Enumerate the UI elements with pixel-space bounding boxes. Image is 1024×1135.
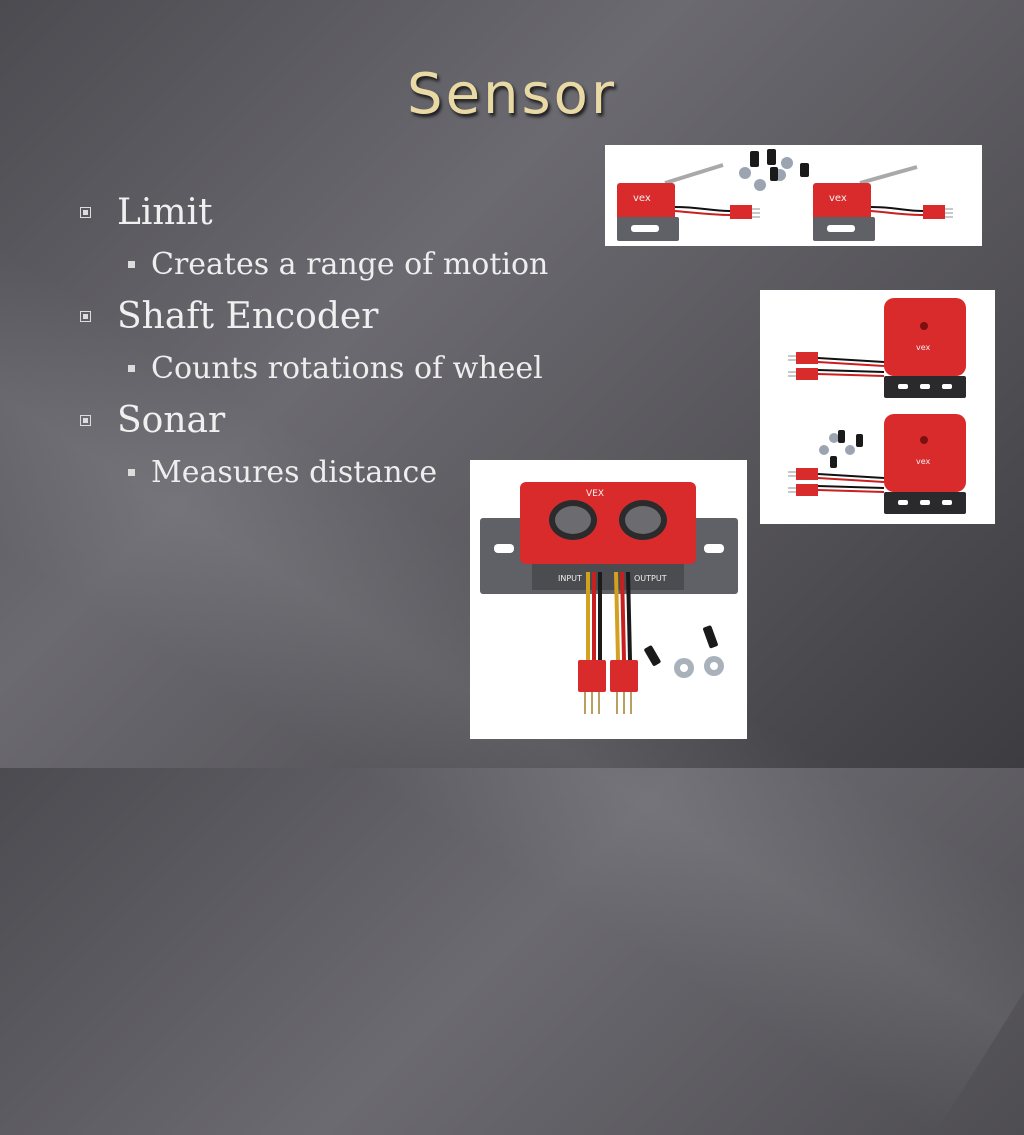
vex-logo: vex	[633, 193, 651, 204]
sonar-connectors	[578, 660, 638, 714]
sonar-cables	[586, 571, 632, 661]
limit-switch-illustration: vex vex	[617, 149, 953, 241]
bullet-list: Limit Creates a range of motion Shaft En…	[80, 186, 560, 498]
vex-logo: vex	[916, 343, 931, 352]
sub-bullet-shaft-encoder: Counts rotations of wheel	[80, 342, 560, 394]
box-bullet-icon	[80, 206, 91, 218]
limit-switch-left: vex	[617, 163, 760, 241]
limit-switch-photo: vex vex	[605, 145, 982, 246]
sub-bullet-label: Measures distance	[151, 454, 438, 490]
slide-title: Sensor	[407, 62, 617, 127]
box-bullet-icon	[80, 310, 91, 322]
box-bullet-icon	[80, 414, 91, 426]
bullet-label: Limit	[117, 191, 213, 233]
screws-and-nuts	[819, 430, 863, 468]
bullet-sonar: Sonar	[80, 394, 560, 446]
shaft-encoder-photo: vex vex	[760, 290, 995, 524]
encoder-top: vex	[788, 298, 966, 398]
screws-and-nuts	[644, 625, 724, 678]
output-port-label: OUTPUT	[634, 574, 667, 583]
sub-bullet-label: Counts rotations of wheel	[151, 350, 543, 386]
bullet-label: Sonar	[117, 399, 226, 441]
sonar-illustration: VEX INPUT OUTPUT	[480, 482, 738, 714]
screws-and-nuts	[739, 149, 809, 191]
sub-bullet-sonar: Measures distance	[80, 446, 560, 498]
sub-bullet-label: Creates a range of motion	[151, 246, 549, 282]
sub-bullet-limit: Creates a range of motion	[80, 238, 560, 290]
vex-logo: VEX	[586, 489, 604, 499]
input-port-label: INPUT	[558, 574, 582, 583]
encoder-bottom: vex	[788, 414, 966, 514]
bullet-shaft-encoder: Shaft Encoder	[80, 290, 560, 342]
sonar-body	[520, 482, 696, 564]
sonar-photo: VEX INPUT OUTPUT	[470, 460, 747, 739]
bullet-limit: Limit	[80, 186, 560, 238]
vex-logo: vex	[829, 193, 847, 204]
square-bullet-icon	[128, 260, 135, 268]
vex-logo: vex	[916, 457, 931, 466]
square-bullet-icon	[128, 468, 135, 476]
limit-switch-right: vex	[813, 165, 953, 241]
square-bullet-icon	[128, 364, 135, 372]
bullet-label: Shaft Encoder	[117, 295, 379, 337]
shaft-encoder-illustration: vex vex	[788, 298, 966, 514]
